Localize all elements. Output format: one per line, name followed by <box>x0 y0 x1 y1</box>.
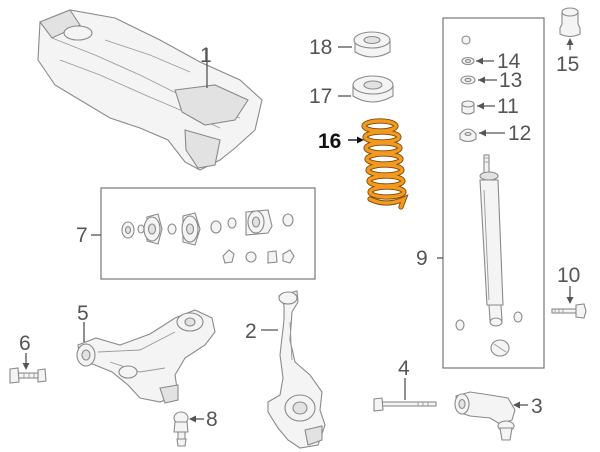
callout-11: 11 <box>497 95 519 118</box>
callout-7: 7 <box>76 224 88 247</box>
leader-arrow-12 <box>479 129 486 137</box>
callout-6: 6 <box>19 332 31 355</box>
callout-8: 8 <box>206 408 218 431</box>
callout-13: 13 <box>499 69 522 92</box>
leader-arrow-13 <box>478 76 485 84</box>
leader-arrow-15 <box>566 38 574 45</box>
callout-5: 5 <box>77 302 89 325</box>
leader-arrow-14 <box>476 57 483 65</box>
leader-arrow-3 <box>513 401 520 409</box>
leader-arrow-10 <box>566 297 574 304</box>
callout-2: 2 <box>245 320 257 343</box>
leader-arrow-6 <box>22 363 30 370</box>
leader-arrow-11 <box>477 102 484 110</box>
callout-3: 3 <box>531 395 543 418</box>
bushing-kit-box <box>100 187 316 280</box>
callout-9: 9 <box>416 247 428 270</box>
callout-14: 14 <box>497 50 521 73</box>
strut-bolt-part[interactable] <box>551 303 587 319</box>
callout-1: 1 <box>200 44 212 67</box>
callout-15: 15 <box>556 53 579 76</box>
crossmember-part[interactable] <box>37 9 263 171</box>
long-bolt-part[interactable] <box>373 397 437 412</box>
strut-hardware-parts[interactable] <box>459 35 477 143</box>
strut-mount-part[interactable] <box>559 7 581 38</box>
callout-12: 12 <box>508 122 531 145</box>
callout-4: 4 <box>398 357 410 380</box>
callout-17: 17 <box>309 85 332 108</box>
coil-spring-part[interactable] <box>361 118 409 210</box>
tie-rod-end-part[interactable] <box>454 391 516 441</box>
callout-10: 10 <box>557 264 580 287</box>
leader-arrow-8 <box>189 415 196 423</box>
strut-assembly-box <box>442 17 545 369</box>
shock-absorber-part[interactable] <box>455 154 523 357</box>
lower-control-arm-part[interactable] <box>76 309 216 404</box>
ball-joint-part[interactable] <box>173 411 189 447</box>
bushing-cap-part[interactable] <box>353 31 391 58</box>
callout-18: 18 <box>309 36 332 59</box>
spring-seat-bearing-part[interactable] <box>352 75 394 103</box>
callout-16: 16 <box>318 130 341 153</box>
steering-knuckle-part[interactable] <box>267 290 326 449</box>
arm-bolt-part[interactable] <box>9 367 47 384</box>
leader-arrow-16 <box>357 136 364 144</box>
bushing-kit-parts[interactable] <box>121 209 295 264</box>
